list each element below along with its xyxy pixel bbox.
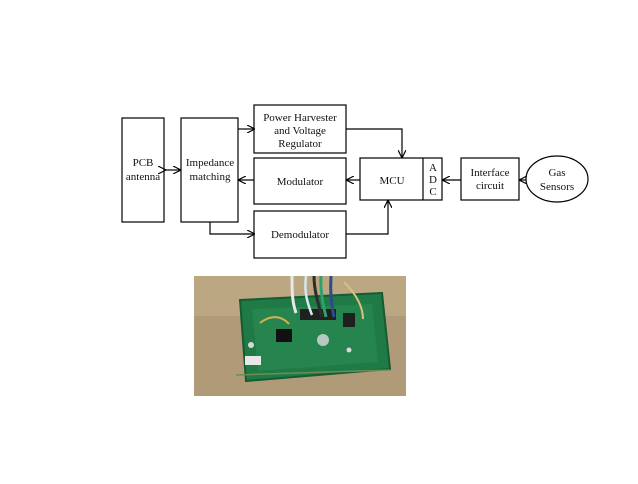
adc-label-line-3: C	[429, 186, 436, 198]
interface-circuit-node: Interface circuit	[460, 157, 520, 201]
interface-circuit-label-line-2: circuit	[476, 180, 504, 192]
pcb-antenna-node: PCB antenna	[121, 117, 165, 223]
gas-sensors-node: Gas Sensors	[525, 155, 589, 203]
impedance-matching-label-line-2: matching	[190, 171, 231, 183]
adc-label-line-1: A	[429, 162, 437, 174]
interface-circuit-label-line-1: Interface	[470, 167, 509, 179]
gas-sensors-label-line-1: Gas	[548, 167, 565, 179]
modulator-node: Modulator	[253, 157, 347, 205]
modulator-label: Modulator	[277, 176, 324, 188]
demodulator-node: Demodulator	[253, 210, 347, 259]
impedance-matching-label-line-1: Impedance	[186, 157, 234, 169]
impedance-to-demodulator-arrow	[209, 222, 254, 234]
power-harvester-label-line-1: Power Harvester	[263, 112, 337, 124]
adc-node: A D C	[429, 162, 437, 198]
pcb-antenna-label-line-2: antenna	[126, 171, 160, 183]
pcb-antenna-label-line-1: PCB	[133, 157, 154, 169]
adc-label-line-2: D	[429, 174, 437, 186]
gas-sensors-label-line-2: Sensors	[540, 181, 574, 193]
power-harvester-to-mcu-arrow	[346, 128, 402, 157]
demodulator-to-mcu-arrow	[346, 201, 388, 235]
connections	[165, 129, 526, 234]
power-harvester-label-line-2: and Voltage	[274, 125, 326, 137]
demodulator-label: Demodulator	[271, 229, 329, 241]
pcb-board-photo	[194, 275, 406, 396]
mcu-label: MCU	[379, 175, 404, 187]
impedance-matching-node: Impedance matching	[180, 117, 239, 223]
power-harvester-node: Power Harvester and Voltage Regulator	[253, 104, 347, 154]
power-harvester-label-line-3: Regulator	[278, 138, 322, 150]
